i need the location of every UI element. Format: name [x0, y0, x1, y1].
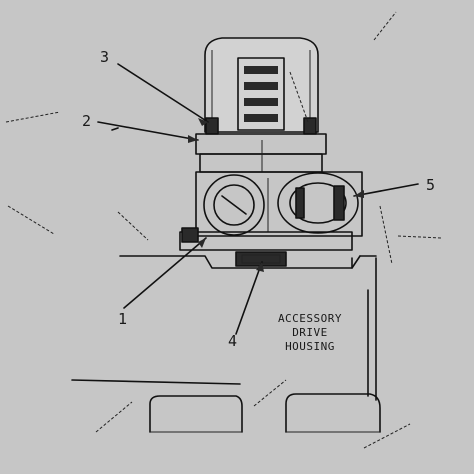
- leader-lines: [97, 63, 419, 335]
- housing-outline: [71, 255, 381, 433]
- drive-adapter: [179, 227, 353, 267]
- leader-1: [123, 237, 207, 309]
- callout-5: 5: [426, 176, 435, 194]
- arrow-3: [198, 118, 208, 126]
- faint-annotations: [5, 11, 443, 449]
- callout-4: 4: [228, 332, 237, 350]
- arrow-2: [188, 135, 198, 143]
- base-plate: [195, 133, 327, 173]
- arrow-5: [354, 190, 364, 198]
- leader-4: [235, 261, 263, 335]
- filter-canister: [204, 37, 319, 133]
- leader-2: [97, 121, 199, 141]
- callout-3: 3: [100, 48, 109, 66]
- arrow-4: [256, 262, 264, 272]
- pump-section: [195, 171, 363, 237]
- leader-5: [353, 183, 419, 197]
- callout-2: 2: [82, 112, 91, 130]
- housing-label-line3: HOUSING: [285, 340, 335, 353]
- arrow-1: [198, 238, 206, 248]
- housing-label-line1: ACCESSORY: [278, 312, 342, 325]
- leader-3: [117, 63, 209, 123]
- callout-1: 1: [118, 310, 127, 328]
- housing-label-line2: DRIVE: [292, 326, 328, 339]
